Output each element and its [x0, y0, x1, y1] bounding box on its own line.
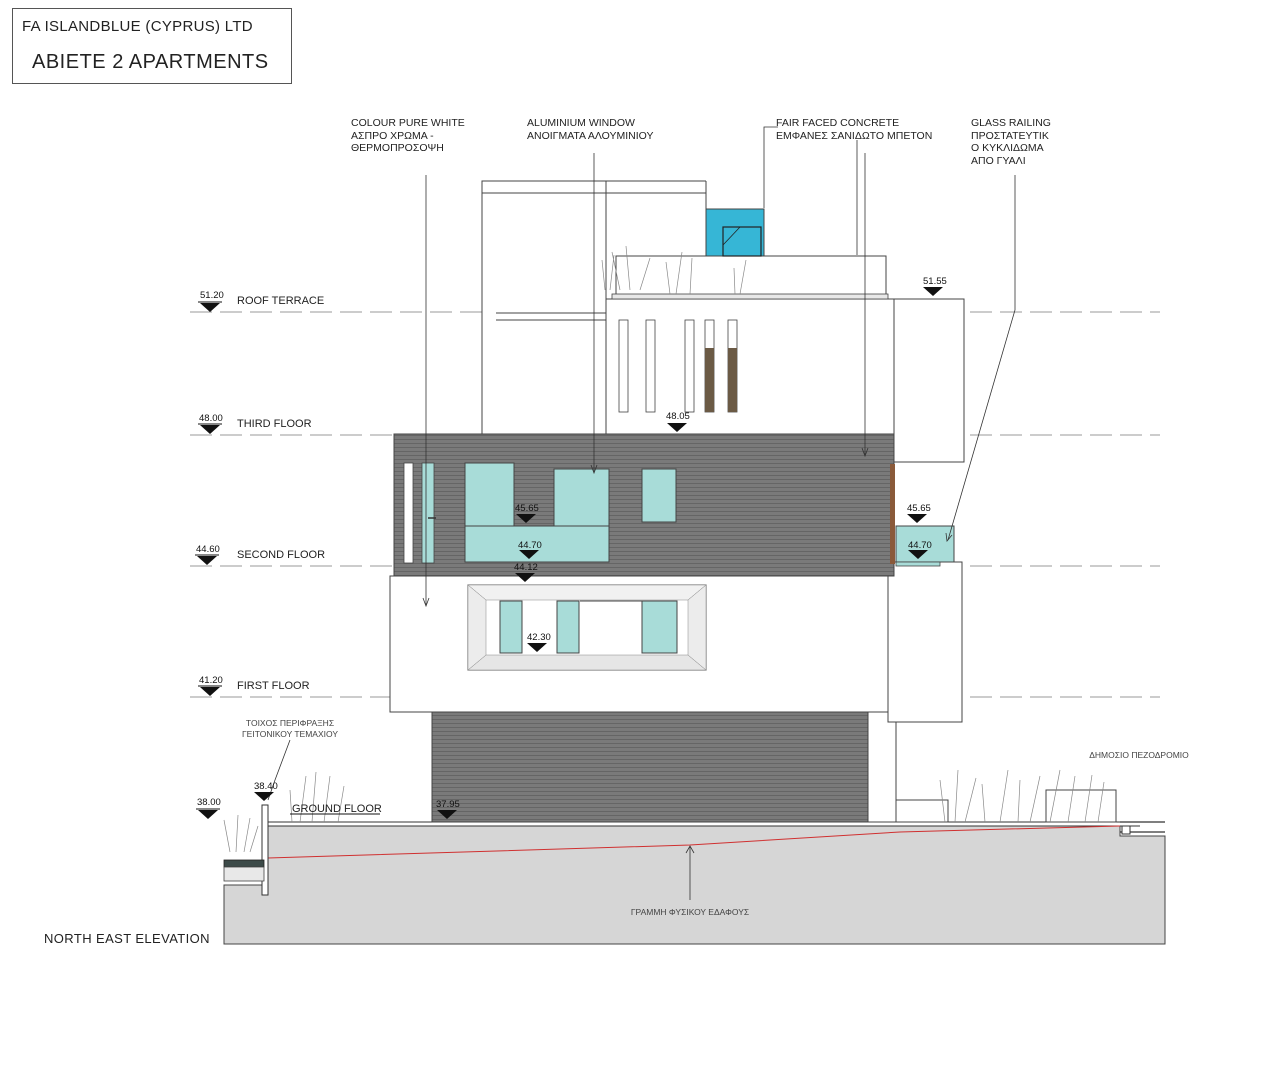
level-label-roof: ROOF TERRACE: [237, 295, 325, 307]
note-colour: COLOUR PURE WHITE ΑΣΠΡΟ ΧΡΩΜΑ - ΘΕΡΜΟΠΡΟ…: [351, 117, 465, 154]
spot-balcony-floor: 44.70: [518, 540, 542, 551]
ground-floor-cladding: [431, 711, 869, 823]
level-value-ground: 38.00: [197, 797, 221, 808]
spot-wall-top: 38.40: [254, 781, 278, 792]
view-title: NORTH EAST ELEVATION: [44, 931, 210, 946]
level-value-first: 41.20: [199, 675, 223, 686]
level-label-third: THIRD FLOOR: [237, 418, 312, 430]
ground-section: [223, 804, 1166, 945]
note-concrete: FAIR FACED CONCRETE ΕΜΦΑΝΕΣ ΣΑΝΙΔΩΤΟ ΜΠΕ…: [776, 117, 933, 142]
spot-third-mid: 48.05: [666, 411, 690, 422]
level-marker-ground: [198, 810, 218, 819]
note-boundary-wall: ΤΟΙΧΟΣ ΠΕΡΙΦΡΑΞΗΣ ΓΕΙΤΟΝΙΚΟΥ ΤΕΜΑΧΙΟΥ: [242, 718, 338, 739]
note-natural-ground: ΓΡΑΜΜΗ ΦΥΣΙΚΟΥ ΕΔΑΦΟΥΣ: [630, 907, 750, 917]
level-value-roof: 51.20: [200, 290, 224, 301]
note-sidewalk: ΔΗΜΟΣΙΟ ΠΕΖΟΔΡΟΜΙΟ: [1089, 750, 1189, 760]
natural-grade-line: [267, 825, 1121, 859]
landscaping: [223, 245, 1105, 853]
spot-soffit: 44.12: [514, 562, 538, 573]
level-value-second: 44.60: [196, 544, 220, 555]
level-marker-third: [200, 425, 220, 434]
spot-right-balcony-top: 45.65: [907, 503, 931, 514]
spot-balcony-top: 45.65: [515, 503, 539, 514]
level-label-ground: GROUND FLOOR: [292, 803, 382, 815]
glass-railing-main: [464, 525, 610, 563]
level-label-first: FIRST FLOOR: [237, 680, 310, 692]
level-marker-roof: [200, 303, 220, 312]
level-marker-first: [200, 687, 220, 696]
spot-right-balcony-floor: 44.70: [908, 540, 932, 551]
roof-parapet: [615, 255, 887, 297]
level-label-second: SECOND FLOOR: [237, 549, 326, 561]
level-markers: [197, 287, 943, 819]
spot-roof-right: 51.55: [923, 276, 947, 287]
level-marker-second: [197, 556, 217, 565]
project-name: ABIETE 2 APARTMENTS: [32, 51, 269, 73]
spot-recess: 42.30: [527, 632, 551, 643]
boundary-wall: [261, 804, 269, 896]
company-name: FA ISLANDBLUE (CYPRUS) LTD: [22, 18, 253, 35]
title-block: [12, 8, 292, 84]
note-window: ALUMINIUM WINDOW ΑΝΟΙΓΜΑΤΑ ΑΛΟΥΜΙΝΙΟΥ: [527, 117, 654, 142]
spot-entrance: 37.95: [436, 799, 460, 810]
marker-ticks: [195, 301, 380, 815]
note-railing: GLASS RAILING ΠΡΟΣΤΑΤΕΥΤΙΚ Ο ΚΥΚΛΙΔΩΜΑ Α…: [971, 117, 1051, 167]
leader-lines: [267, 126, 1016, 801]
planter-right: [1045, 789, 1117, 823]
level-value-third: 48.00: [199, 413, 223, 424]
